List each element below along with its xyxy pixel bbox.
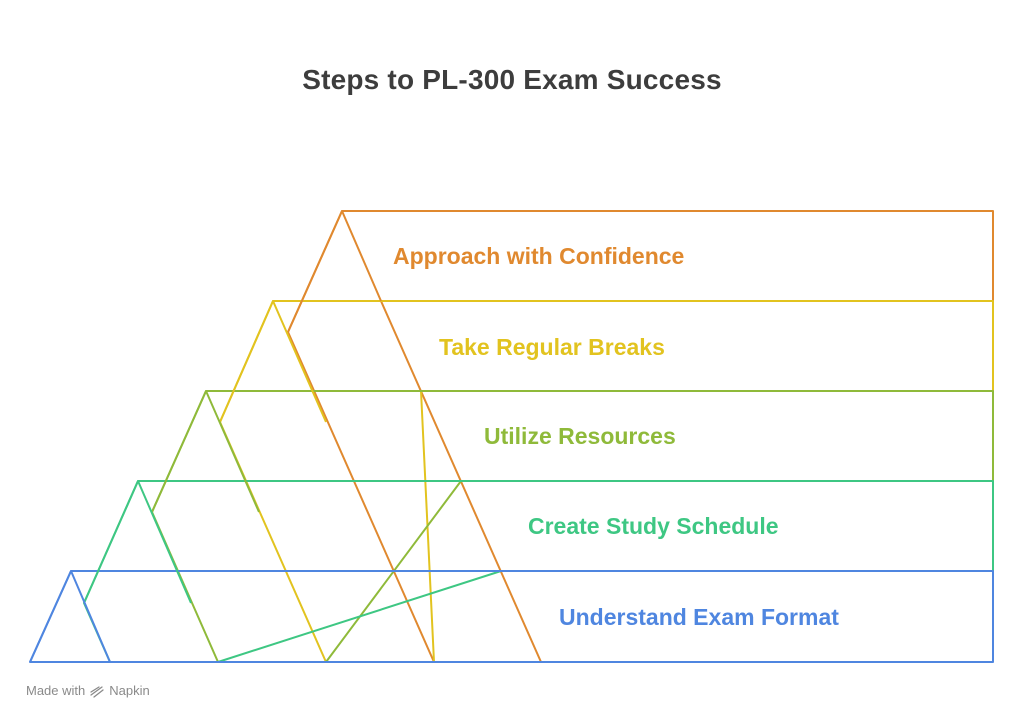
- step-understand-exam-format: Understand Exam Format: [29, 570, 994, 663]
- step-label: Take Regular Breaks: [439, 334, 665, 360]
- peak-edge: [29, 570, 111, 663]
- step-label: Approach with Confidence: [393, 243, 684, 269]
- peak-edge: [83, 480, 192, 604]
- step-label: Utilize Resources: [484, 423, 676, 449]
- step-outline: [29, 570, 994, 663]
- step-approach-with-confidence: Approach with Confidence: [287, 210, 994, 663]
- napkin-logo-icon: [90, 685, 104, 698]
- page-title: Steps to PL-300 Exam Success: [302, 64, 722, 95]
- triangle-peaks: [29, 210, 382, 663]
- step-label: Create Study Schedule: [528, 513, 779, 539]
- peak-edge: [287, 210, 382, 333]
- napkin-brand-text: Napkin: [109, 683, 150, 698]
- step-label: Understand Exam Format: [559, 604, 839, 630]
- made-with-text: Made with: [26, 683, 86, 698]
- footer-credit: Made with Napkin: [26, 683, 150, 698]
- peak-edge: [219, 300, 327, 423]
- peak-edge: [151, 390, 260, 513]
